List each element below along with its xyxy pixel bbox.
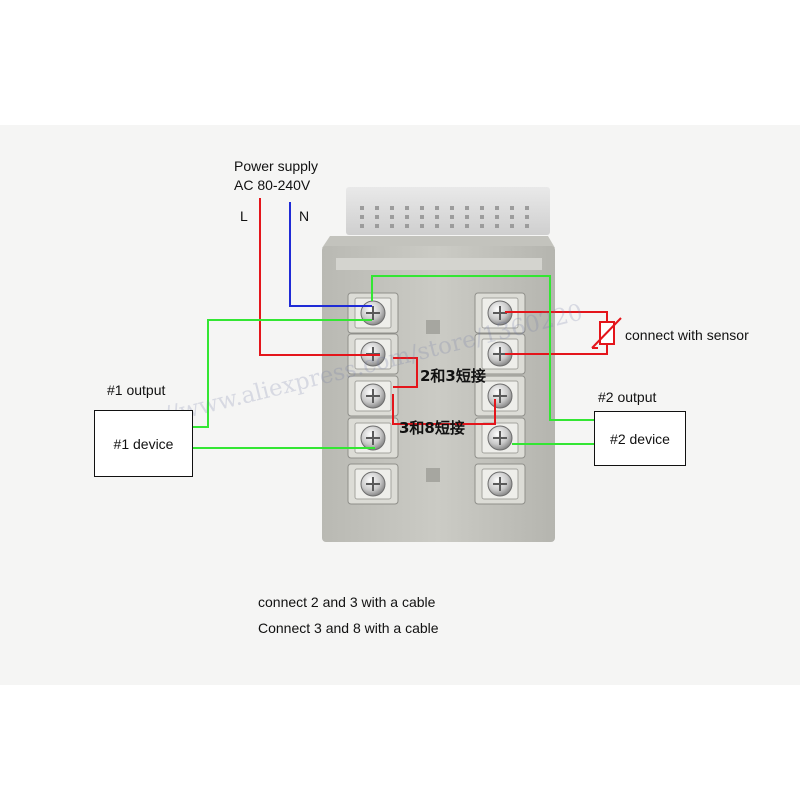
output1-label: #1 output [107, 382, 166, 398]
neutral-terminal-label: N [299, 208, 310, 224]
wires [193, 198, 608, 449]
vent-hole [405, 206, 409, 210]
vent-hole [390, 206, 394, 210]
sensor-label: connect with sensor [625, 327, 749, 343]
vent-hole [405, 215, 409, 219]
vent-hole [495, 206, 499, 210]
housing-ridge [336, 258, 542, 270]
vent-hole [480, 206, 484, 210]
live-terminal-label: L [240, 208, 248, 224]
device2-box: #2 device [594, 411, 686, 466]
vent-hole [435, 224, 439, 228]
sensor-icon [591, 317, 622, 349]
vent-hole [375, 224, 379, 228]
vent-hole [450, 224, 454, 228]
housing-notch-top [426, 320, 440, 334]
housing-vents [360, 206, 529, 228]
wire-live-red [259, 198, 380, 356]
vent-hole [450, 206, 454, 210]
housing-top [346, 187, 550, 235]
vent-hole [360, 206, 364, 210]
vent-hole [435, 206, 439, 210]
vent-hole [450, 215, 454, 219]
vent-hole [465, 224, 469, 228]
housing-shoulder [322, 236, 555, 248]
vent-hole [525, 215, 529, 219]
device2-label: #2 device [610, 430, 670, 447]
note-line-1: connect 2 and 3 with a cable [258, 594, 436, 610]
vent-hole [360, 224, 364, 228]
vent-hole [510, 215, 514, 219]
vent-hole [480, 215, 484, 219]
vent-hole [360, 215, 364, 219]
vent-hole [420, 215, 424, 219]
wire-sensor-b [505, 342, 608, 355]
vent-hole [390, 224, 394, 228]
power-voltage-label: AC 80-240V [234, 177, 311, 193]
jumper-note-2-3: 2和3短接 [420, 367, 486, 385]
vent-hole [510, 224, 514, 228]
vent-hole [525, 206, 529, 210]
vent-hole [510, 206, 514, 210]
vent-hole [495, 224, 499, 228]
device1-box: #1 device [94, 410, 193, 477]
terminal-block [347, 292, 526, 505]
wire-output1-a [193, 319, 372, 428]
vent-hole [375, 215, 379, 219]
controller-housing [322, 187, 555, 542]
vent-hole [435, 215, 439, 219]
power-supply-label: Power supply [234, 158, 319, 174]
vent-hole [375, 206, 379, 210]
jumper-3-8 [392, 394, 496, 425]
vent-hole [480, 224, 484, 228]
vent-hole [420, 224, 424, 228]
device1-label: #1 device [113, 435, 174, 452]
jumper-2-3 [393, 357, 418, 388]
vent-hole [405, 224, 409, 228]
housing-notch-bottom [426, 468, 440, 482]
vent-hole [465, 215, 469, 219]
output2-label: #2 output [598, 389, 657, 405]
vent-hole [420, 206, 424, 210]
jumper-note-3-8: 3和8短接 [399, 419, 465, 437]
vent-hole [465, 206, 469, 210]
note-line-2: Connect 3 and 8 with a cable [258, 620, 439, 636]
wire-output2-a [371, 275, 594, 421]
vent-hole [390, 215, 394, 219]
vent-hole [525, 224, 529, 228]
wire-neutral-blue [289, 202, 372, 307]
vent-hole [495, 215, 499, 219]
